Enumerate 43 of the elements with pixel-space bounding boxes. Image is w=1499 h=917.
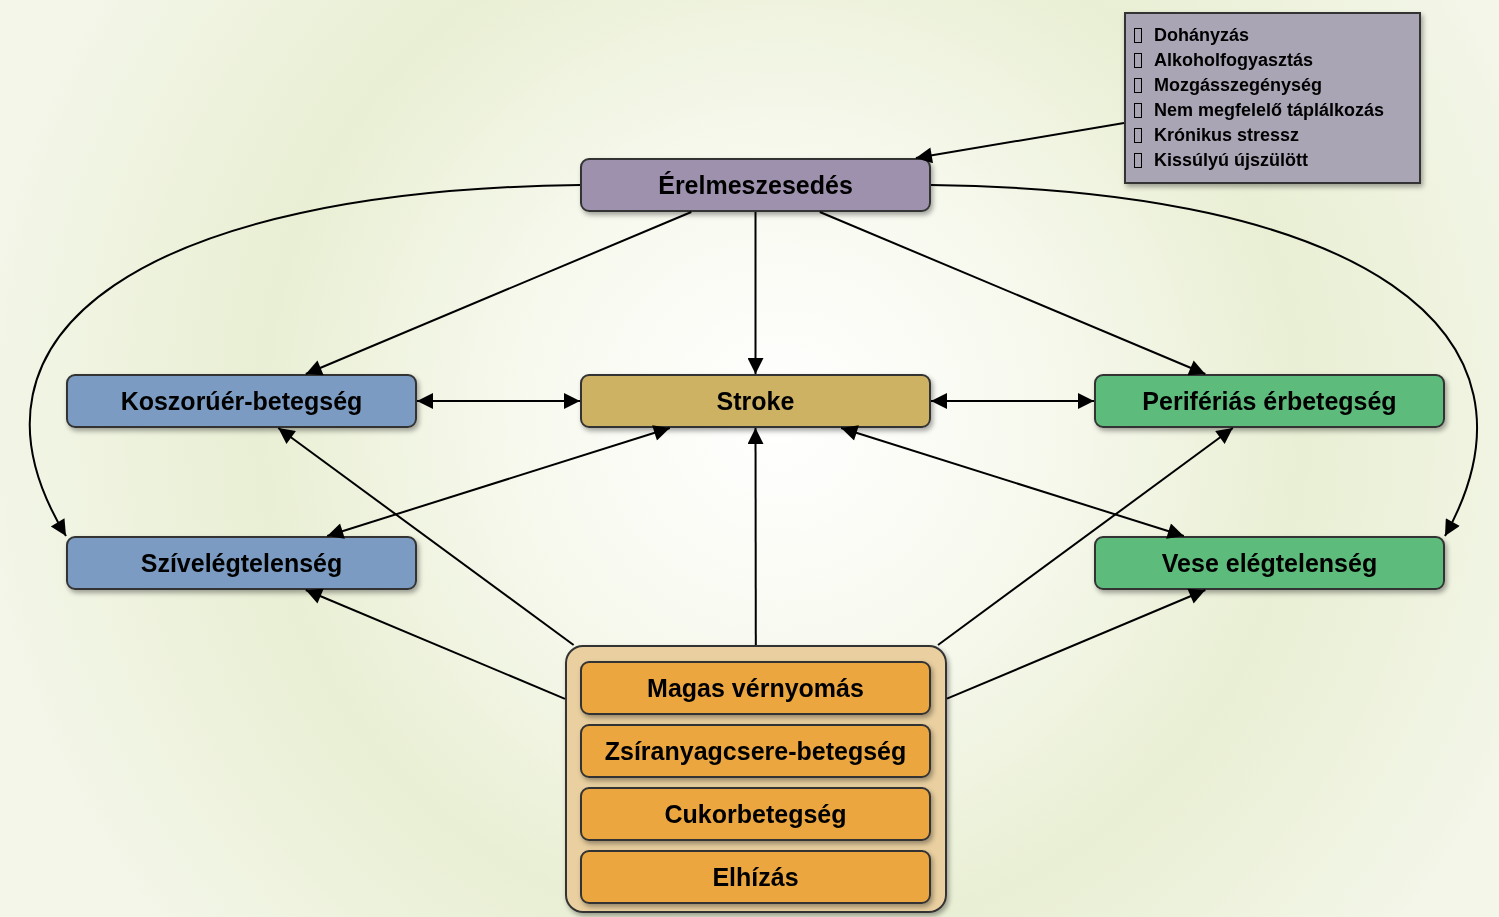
node-label: Zsíranyagcsere-betegség — [604, 736, 907, 766]
process-box — [580, 850, 931, 904]
node-label: Érelmeszesedés — [658, 170, 853, 200]
arrow — [930, 184, 1478, 537]
arrow — [937, 427, 1234, 646]
group-box — [565, 645, 947, 913]
node-label: Szívelégtelenség — [140, 548, 343, 578]
list-item-text: Dohányzás — [1154, 25, 1250, 46]
node-label: Stroke — [716, 386, 795, 416]
process-box — [66, 536, 417, 590]
list-item-text: Mozgásszegénység — [1154, 75, 1323, 96]
node-label: Koszorúér-betegség — [120, 386, 363, 416]
process-box — [1094, 536, 1445, 590]
node-label: Perifériás érbetegség — [1142, 386, 1397, 416]
arrow — [326, 425, 671, 539]
arrow — [277, 427, 575, 646]
node-label: Cukorbetegség — [664, 799, 847, 829]
process-box — [580, 158, 931, 212]
node-label: Vese elégtelenség — [1161, 548, 1378, 578]
arrow — [840, 425, 1185, 539]
arrow — [914, 122, 1125, 164]
node-label: Elhízás — [712, 862, 799, 892]
node-label: Magas vérnyomás — [647, 673, 864, 703]
arrow — [29, 184, 581, 537]
process-box — [580, 724, 931, 778]
process-box — [580, 374, 931, 428]
arrow — [747, 427, 764, 646]
process-box — [1094, 374, 1445, 428]
process-box — [66, 374, 417, 428]
arrow — [304, 588, 566, 700]
arrow — [930, 393, 1095, 409]
arrow — [946, 588, 1207, 700]
arrow — [747, 211, 764, 375]
risk-factor-box — [1124, 12, 1421, 184]
arrow — [818, 211, 1207, 376]
list-item-text: Krónikus stressz — [1154, 125, 1300, 146]
process-box — [580, 787, 931, 841]
list-item-text: Nem megfelelő táplálkozás — [1154, 100, 1385, 121]
process-box — [580, 661, 931, 715]
list-item-text: Kissúlyú újszülött — [1154, 150, 1308, 171]
arrow — [304, 211, 693, 376]
arrow — [416, 393, 581, 409]
list-item-text: Alkoholfogyasztás — [1154, 50, 1314, 71]
